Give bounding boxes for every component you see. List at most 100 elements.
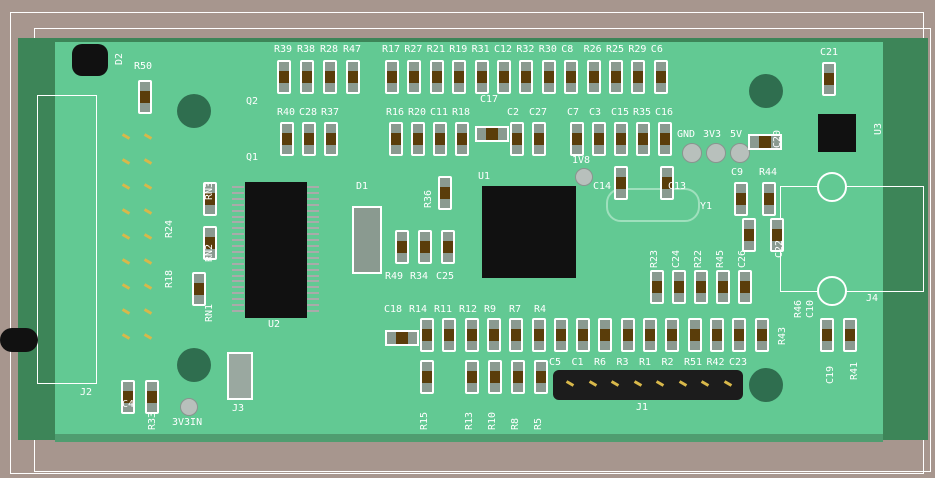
ic-pin bbox=[232, 215, 244, 218]
3v3-test-pad[interactable] bbox=[706, 143, 726, 163]
5v-test-pad[interactable] bbox=[730, 143, 750, 163]
silkscreen-label: R25 bbox=[606, 44, 625, 55]
ic-pin bbox=[307, 262, 319, 265]
label-r24: R24 bbox=[164, 219, 175, 238]
smd-component bbox=[389, 122, 403, 156]
gnd-test-pad[interactable] bbox=[682, 143, 702, 163]
label-u2: U2 bbox=[268, 319, 281, 330]
mounting-hole bbox=[177, 94, 211, 128]
label-rn1: RN1 bbox=[204, 303, 215, 322]
ic-pin bbox=[307, 274, 319, 277]
ic-pin bbox=[307, 209, 319, 212]
smd-component bbox=[442, 318, 457, 352]
ic-pin bbox=[307, 245, 319, 247]
ic-pin bbox=[232, 309, 244, 312]
smd-component bbox=[650, 270, 664, 304]
label-gnd: GND bbox=[677, 129, 696, 140]
ic-pin bbox=[307, 215, 319, 218]
smd-component bbox=[385, 60, 399, 94]
smd-component bbox=[620, 318, 635, 352]
label-u3: U3 bbox=[873, 122, 884, 135]
y1-crystal bbox=[606, 188, 700, 222]
ic-pin bbox=[232, 227, 244, 230]
silkscreen-label: C8 bbox=[561, 44, 574, 55]
silkscreen-label: C2 bbox=[507, 107, 520, 118]
ic-pin bbox=[232, 203, 244, 206]
smd-component bbox=[738, 270, 752, 304]
c20-capacitor bbox=[748, 134, 782, 150]
ic-pin bbox=[232, 186, 244, 188]
label-c10: C10 bbox=[805, 299, 816, 318]
smd-component bbox=[192, 272, 206, 306]
smd-component bbox=[438, 176, 452, 210]
smd-component bbox=[203, 226, 217, 260]
silkscreen-label: R37 bbox=[321, 107, 340, 118]
ic-pin bbox=[307, 250, 319, 253]
silkscreen-label: R27 bbox=[404, 44, 423, 55]
silkscreen-label: C18 bbox=[384, 304, 403, 315]
ic-pin bbox=[307, 186, 319, 188]
smd-component bbox=[586, 60, 601, 94]
smd-component bbox=[323, 60, 337, 94]
label-d1: D1 bbox=[356, 181, 369, 192]
smd-component bbox=[511, 360, 525, 394]
smd-component bbox=[716, 270, 730, 304]
j3-jumper bbox=[227, 352, 253, 400]
ic-pin bbox=[232, 280, 244, 283]
silkscreen-label: R17 bbox=[382, 44, 401, 55]
smd-component bbox=[694, 270, 708, 304]
u1-chip bbox=[482, 186, 576, 278]
silkscreen-label: R26 bbox=[583, 44, 602, 55]
ic-pin bbox=[232, 221, 244, 224]
silkscreen-label: R16 bbox=[386, 107, 405, 118]
silkscreen-label: C1 bbox=[571, 357, 584, 368]
ic-pin bbox=[307, 268, 319, 271]
smd-component bbox=[614, 166, 628, 200]
label-r34: R34 bbox=[410, 271, 429, 282]
smd-component bbox=[576, 318, 591, 352]
ic-pin bbox=[307, 256, 319, 259]
silkscreen-label: C16 bbox=[655, 107, 674, 118]
3v3in-test-pad[interactable] bbox=[180, 398, 198, 416]
silkscreen-label: R22 bbox=[693, 249, 704, 268]
j4-outline bbox=[780, 186, 924, 292]
silkscreen-label: R11 bbox=[434, 304, 453, 315]
smd-component bbox=[531, 318, 546, 352]
smd-component bbox=[770, 218, 784, 252]
ic-pin bbox=[232, 233, 244, 236]
smd-component bbox=[411, 122, 425, 156]
silkscreen-label: R20 bbox=[408, 107, 427, 118]
c18-capacitor bbox=[385, 330, 419, 346]
label-r41: R41 bbox=[849, 361, 860, 380]
ic-pin bbox=[307, 239, 319, 242]
smd-component bbox=[742, 218, 756, 252]
ic-pin bbox=[232, 268, 244, 271]
label-j3: J3 bbox=[232, 403, 245, 414]
smd-component bbox=[672, 270, 686, 304]
ic-pin bbox=[232, 191, 244, 194]
j1-header[interactable] bbox=[553, 370, 743, 400]
silkscreen-label: C23 bbox=[729, 357, 748, 368]
smd-component bbox=[653, 60, 668, 94]
smd-component bbox=[534, 360, 548, 394]
label-r46: R46 bbox=[793, 299, 804, 318]
label-c25: C25 bbox=[436, 271, 455, 282]
silkscreen-label: R7 bbox=[509, 304, 522, 315]
smd-component bbox=[519, 60, 534, 94]
silkscreen-label: R47 bbox=[343, 44, 362, 55]
silkscreen-label: R19 bbox=[449, 44, 468, 55]
smd-component bbox=[452, 60, 467, 94]
silkscreen-label: R39 bbox=[274, 44, 293, 55]
silkscreen-label: C15 bbox=[611, 107, 630, 118]
smd-component bbox=[138, 80, 152, 114]
1v8-test-pad[interactable] bbox=[575, 168, 593, 186]
smd-component bbox=[570, 122, 584, 156]
smd-component bbox=[665, 318, 680, 352]
silkscreen-label: R2 bbox=[661, 357, 674, 368]
smd-component bbox=[429, 60, 444, 94]
silkscreen-label: R42 bbox=[706, 357, 725, 368]
smd-component bbox=[732, 318, 747, 352]
ic-pin bbox=[232, 262, 244, 265]
cable-tip bbox=[0, 328, 38, 352]
silkscreen-label: R28 bbox=[320, 44, 339, 55]
